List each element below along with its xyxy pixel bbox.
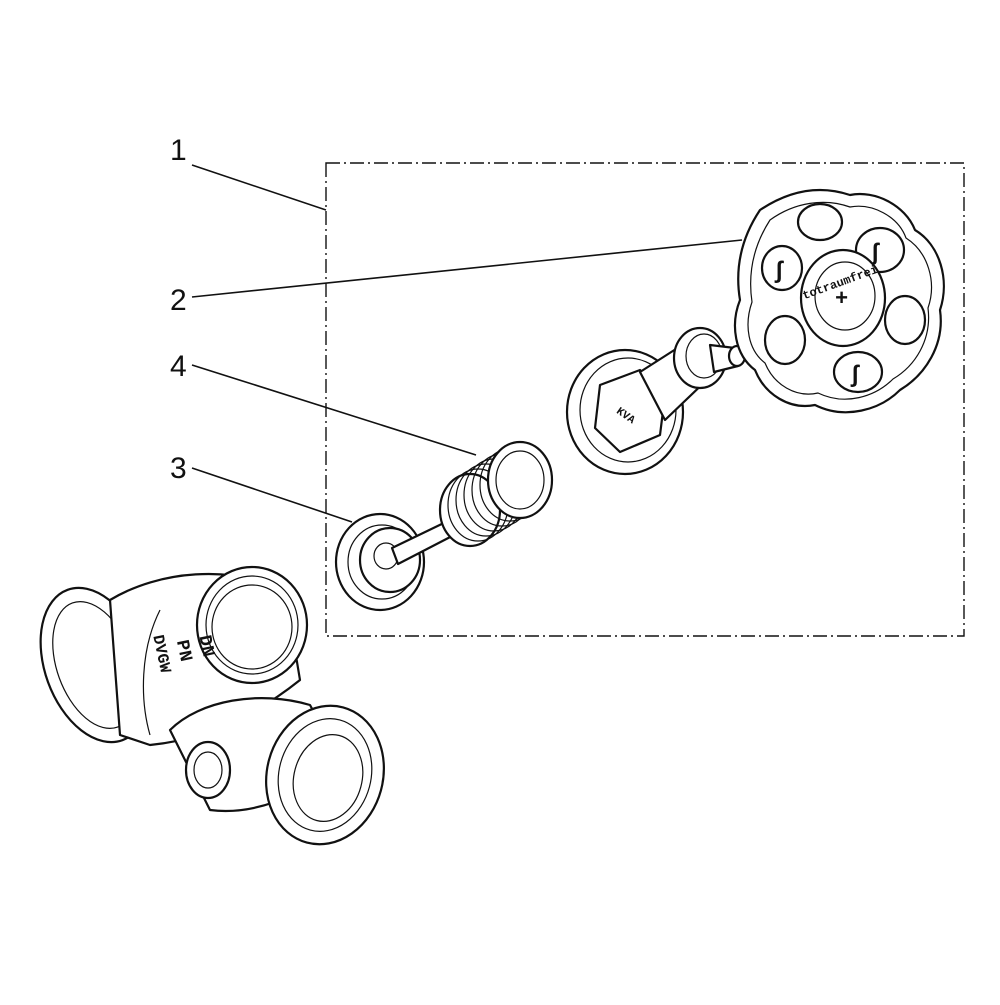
leader-line-4 (191, 364, 477, 456)
leader-line-2 (191, 239, 743, 298)
body-marking-dn: DN (193, 633, 217, 658)
callout-3: 3 (170, 452, 187, 485)
callout-1: 1 (170, 134, 187, 167)
callout-4: 4 (170, 350, 187, 383)
bonnet-upper-part: KVA (565, 326, 747, 476)
handwheel-logo-mark-bottom: ʃ (848, 363, 862, 390)
body-marking-pn: PN (171, 638, 195, 663)
callout-2: 2 (170, 284, 187, 317)
handwheel-center-mark: + (835, 287, 848, 312)
handwheel: ʃ ʃ ʃ + totraumfrei (733, 188, 945, 414)
leader-line-1 (191, 164, 327, 211)
valve-disc-seal (334, 512, 426, 612)
handwheel-logo-mark-left: ʃ (772, 259, 786, 286)
valve-body: DN PN DVGW (39, 565, 385, 846)
leader-line-3 (191, 467, 353, 523)
assembly-boundary-box (325, 162, 965, 637)
compression-spring (438, 440, 554, 548)
